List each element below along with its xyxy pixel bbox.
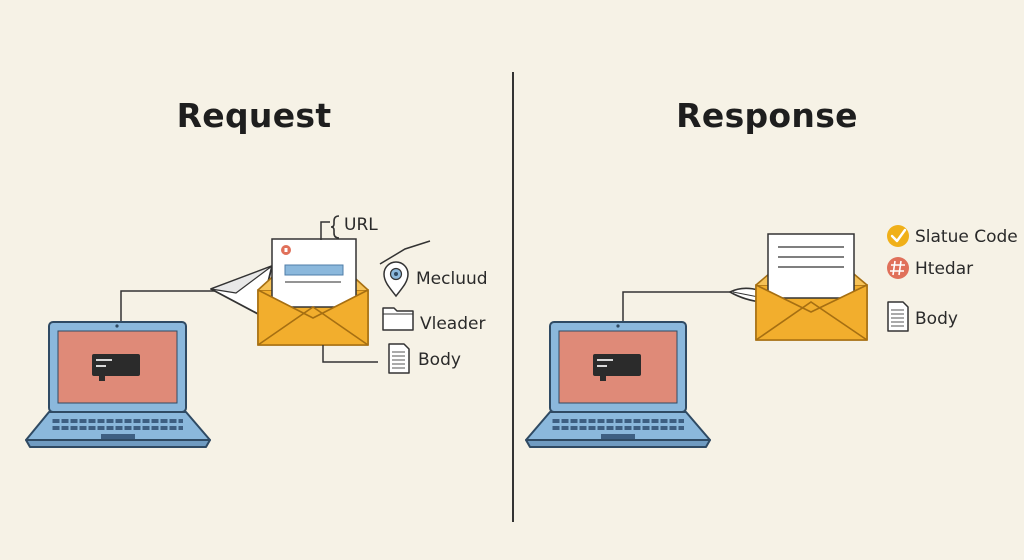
response-envelope bbox=[755, 233, 868, 341]
url-label: URL bbox=[344, 215, 378, 235]
location-pin-icon bbox=[383, 261, 409, 298]
response-connector-line bbox=[622, 291, 735, 322]
shield-badge-icon bbox=[281, 245, 291, 255]
request-letter bbox=[271, 238, 357, 308]
document-icon bbox=[887, 301, 909, 332]
response-header-label: Htedar bbox=[915, 259, 974, 279]
response-letter bbox=[767, 233, 855, 299]
terminal-window-icon bbox=[593, 354, 641, 381]
request-envelope bbox=[257, 238, 369, 346]
method-connector bbox=[379, 240, 431, 265]
laptop-right bbox=[525, 321, 711, 448]
bracket-icon bbox=[330, 215, 340, 239]
status-code-label: Slatue Code bbox=[915, 227, 1018, 247]
laptop-left bbox=[25, 321, 211, 448]
folder-icon bbox=[382, 307, 414, 331]
body-connector bbox=[322, 345, 378, 363]
url-connector bbox=[320, 221, 330, 240]
request-body-label: Body bbox=[418, 350, 461, 370]
request-title: Request bbox=[176, 96, 332, 135]
response-title: Response bbox=[676, 96, 858, 135]
hash-icon bbox=[887, 257, 909, 279]
response-body-label: Body bbox=[915, 309, 958, 329]
document-icon bbox=[388, 343, 410, 374]
request-header-label: Vleader bbox=[420, 314, 486, 334]
method-label: Mecluud bbox=[416, 269, 488, 289]
terminal-window-icon bbox=[92, 354, 140, 381]
request-connector-line bbox=[120, 290, 238, 322]
checkmark-icon bbox=[887, 225, 909, 247]
